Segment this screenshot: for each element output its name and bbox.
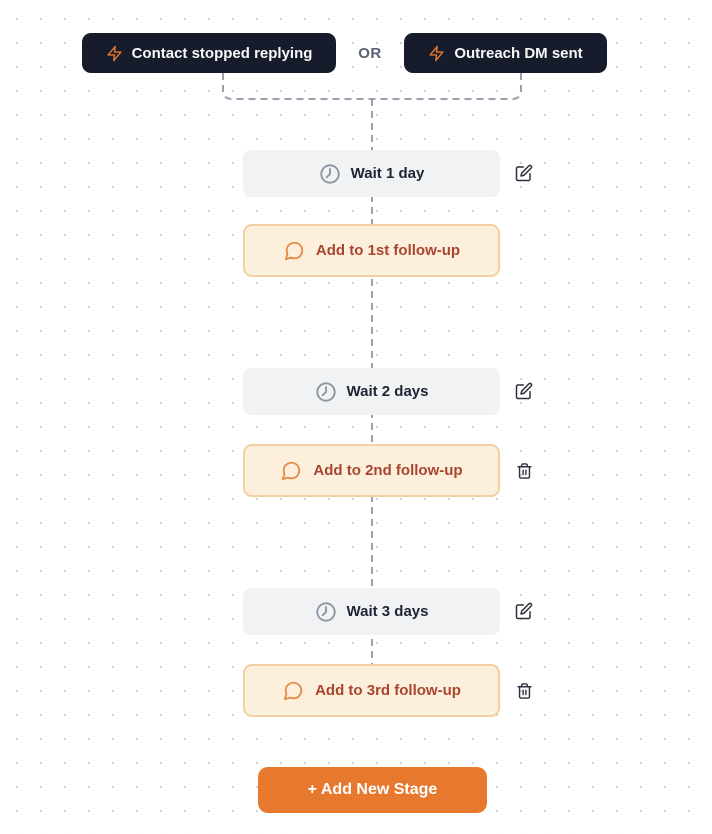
edit-wait-3-button[interactable] (515, 602, 533, 620)
edit-icon (515, 602, 533, 620)
action-card-3[interactable]: Add to 3rd follow-up (243, 664, 500, 717)
edit-icon (515, 164, 533, 182)
action-card-2[interactable]: Add to 2nd follow-up (243, 444, 500, 497)
add-stage-button[interactable]: + Add New Stage (258, 767, 487, 813)
message-circle-icon (280, 460, 302, 482)
delete-action-2-button[interactable] (516, 462, 533, 480)
edit-wait-1-button[interactable] (515, 164, 533, 182)
trigger-connector-line (222, 73, 522, 100)
message-circle-icon (283, 240, 305, 262)
action-label: Add to 2nd follow-up (313, 462, 463, 479)
trigger-label: Contact stopped replying (131, 44, 313, 62)
wait-label: Wait 2 days (346, 383, 429, 400)
or-label: OR (358, 45, 382, 62)
trigger-contact-stopped-replying[interactable]: Contact stopped replying (82, 33, 336, 73)
zap-icon (106, 45, 123, 62)
wait-card-3[interactable]: Wait 3 days (243, 588, 500, 635)
trigger-label: Outreach DM sent (454, 44, 583, 62)
action-label: Add to 1st follow-up (315, 242, 461, 259)
edit-wait-2-button[interactable] (515, 382, 533, 400)
action-label: Add to 3rd follow-up (315, 682, 461, 699)
zap-icon (428, 45, 445, 62)
wait-card-1[interactable]: Wait 1 day (243, 150, 500, 197)
message-circle-icon (282, 680, 304, 702)
clock-icon (315, 601, 337, 623)
trash-icon (516, 462, 533, 480)
edit-icon (515, 382, 533, 400)
wait-card-2[interactable]: Wait 2 days (243, 368, 500, 415)
wait-label: Wait 3 days (346, 603, 429, 620)
clock-icon (319, 163, 341, 185)
trash-icon (516, 682, 533, 700)
wait-label: Wait 1 day (350, 165, 425, 182)
action-card-1[interactable]: Add to 1st follow-up (243, 224, 500, 277)
clock-icon (315, 381, 337, 403)
delete-action-3-button[interactable] (516, 682, 533, 700)
trigger-outreach-dm-sent[interactable]: Outreach DM sent (404, 33, 607, 73)
